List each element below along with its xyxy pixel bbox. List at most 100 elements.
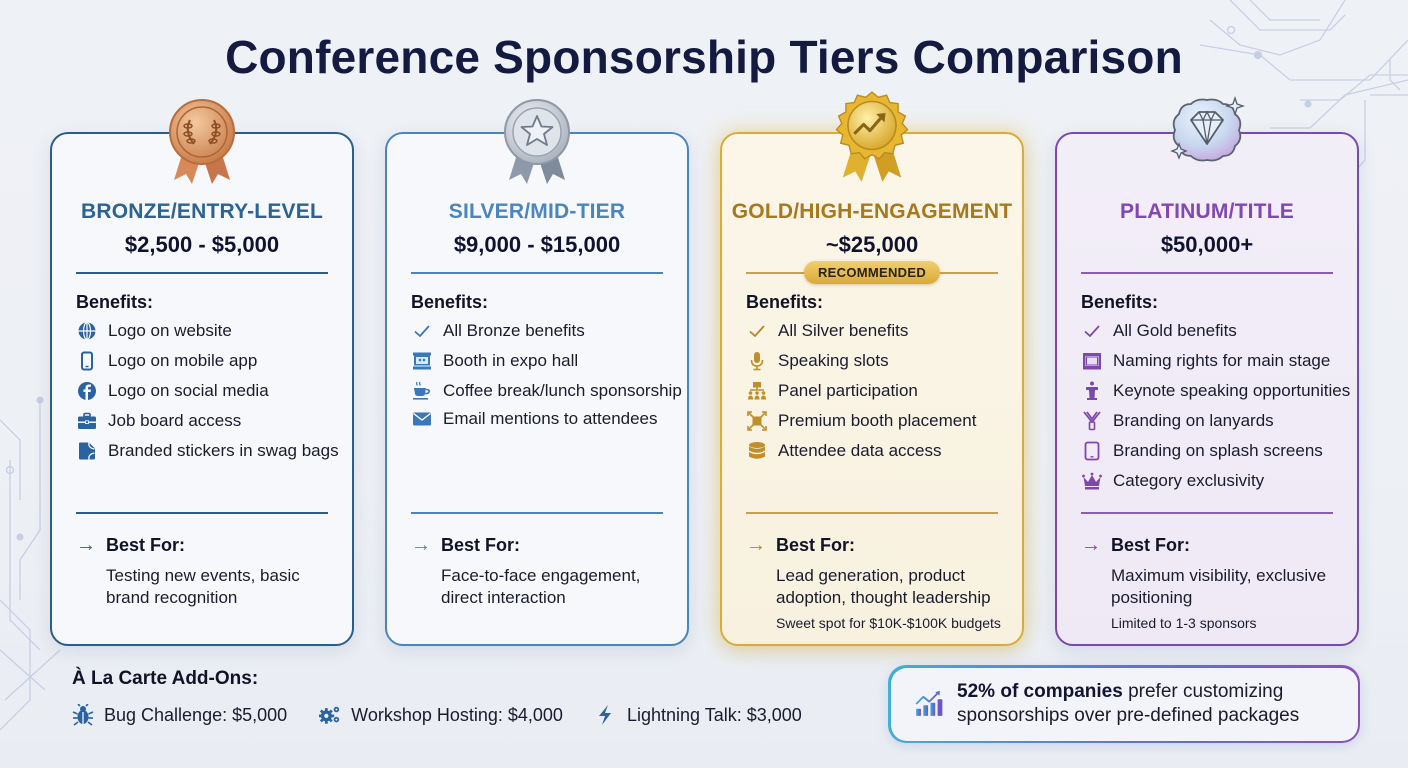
tier-name: BRONZE/ENTRY-LEVEL — [80, 200, 323, 223]
benefit-item: Logo on website — [76, 320, 348, 342]
check-icon — [746, 320, 768, 342]
benefit-item: Naming rights for main stage — [1081, 350, 1353, 372]
tier-card-gold: GOLD/HIGH-ENGAGEMENT ~$25,000 RECOMMENDE… — [720, 91, 1024, 646]
benefit-item: All Silver benefits — [746, 320, 1018, 342]
addon-label: Lightning Talk: $3,000 — [626, 704, 802, 725]
mobile-phone-icon — [76, 350, 98, 372]
benefits-title: Benefits: — [411, 292, 489, 312]
best-for-text: Maximum visibility, exclusive positionin… — [1111, 566, 1327, 607]
addon-item: Bug Challenge: $5,000 — [72, 704, 287, 726]
benefit-label: Branding on splash screens — [1113, 441, 1323, 460]
benefit-item: Branding on splash screens — [1081, 440, 1353, 462]
tier-note: Limited to 1-3 sponsors — [1111, 615, 1257, 631]
best-for-text: Lead generation, product adoption, thoug… — [776, 566, 991, 607]
addons-list: Bug Challenge: $5,000 Workshop Hosting: … — [72, 704, 834, 726]
tier-price: $9,000 - $15,000 — [453, 232, 621, 257]
arrow-right-icon: → — [76, 534, 96, 556]
benefit-label: Branding on lanyards — [1113, 411, 1274, 430]
best-for-text: Face-to-face engagement, direct interact… — [441, 566, 641, 607]
best-for-section: → Best For: Lead generation, product adop… — [746, 534, 1008, 631]
benefit-item: All Gold benefits — [1081, 320, 1353, 342]
best-for-title: Best For: — [106, 535, 186, 555]
addon-item: Workshop Hosting: $4,000 — [319, 704, 563, 726]
benefit-label: Booth in expo hall — [443, 351, 579, 370]
benefit-label: Coffee break/lunch sponsorship — [443, 381, 682, 400]
briefcase-icon — [76, 410, 98, 432]
best-for-title: Best For: — [441, 535, 521, 555]
best-for-text: Testing new events, basic brand recognit… — [106, 566, 300, 607]
benefit-item: Logo on mobile app — [76, 350, 348, 372]
divider — [1081, 512, 1333, 514]
addon-label: Workshop Hosting: $4,000 — [351, 704, 563, 725]
benefits-list: All Bronze benefits Booth in expo hall C… — [411, 320, 683, 438]
lightning-icon — [595, 704, 617, 726]
tier-price: $50,000+ — [1160, 232, 1254, 257]
benefit-item: Attendee data access — [746, 440, 1018, 462]
best-for-section: → Best For: Face-to-face engagement, dire… — [411, 534, 673, 609]
panel-icon — [746, 380, 768, 402]
benefit-item: Panel participation — [746, 380, 1018, 402]
benefit-label: Attendee data access — [778, 441, 942, 460]
benefit-label: Category exclusivity — [1113, 471, 1265, 490]
booth-icon — [411, 350, 433, 372]
check-icon — [1081, 320, 1103, 342]
tier-note: Sweet spot for $10K-$100K budgets — [776, 615, 1001, 631]
bronze-laurel-medal-icon — [169, 99, 235, 184]
tier-card-bronze: BRONZE/ENTRY-LEVEL $2,500 - $5,000 Benef… — [50, 99, 354, 646]
tier-name: GOLD/HIGH-ENGAGEMENT — [731, 200, 1013, 223]
database-icon — [746, 440, 768, 462]
benefit-label: Logo on social media — [108, 381, 269, 400]
stat-rest: prefer customizing sponsorships over pre… — [957, 681, 1300, 726]
facebook-icon — [76, 380, 98, 402]
stat-text: 52% of companies prefer customizing spon… — [957, 680, 1357, 728]
lanyard-icon — [1081, 410, 1103, 432]
benefits-title: Benefits: — [76, 292, 154, 312]
expand-icon — [746, 410, 768, 432]
addons-title: À La Carte Add-Ons: — [72, 668, 259, 689]
benefit-label: Logo on mobile app — [108, 351, 258, 370]
benefit-label: All Bronze benefits — [443, 321, 585, 340]
tier-card-platinum: PLATINUM/TITLE $50,000+ Benefits: All Go… — [1055, 95, 1359, 646]
arrow-right-icon: → — [746, 534, 766, 556]
benefit-label: Speaking slots — [778, 351, 889, 370]
sticker-icon — [76, 440, 98, 462]
crown-icon — [1081, 470, 1103, 492]
benefit-label: Keynote speaking opportunities — [1113, 381, 1351, 400]
benefits-list: Logo on website Logo on mobile app Logo … — [76, 320, 348, 470]
globe-icon — [76, 320, 98, 342]
tablet-icon — [1081, 440, 1103, 462]
benefit-label: Logo on website — [108, 321, 232, 340]
benefit-item: Branding on lanyards — [1081, 410, 1353, 432]
benefit-label: Branded stickers in swag bags — [108, 441, 339, 460]
divider — [76, 512, 328, 514]
gears-icon — [319, 704, 341, 726]
bar-chart-trend-icon — [915, 690, 942, 716]
tier-name: PLATINUM/TITLE — [1120, 200, 1294, 223]
tier-card-silver: SILVER/MID-TIER $9,000 - $15,000 Benefit… — [385, 99, 689, 646]
addon-item: Lightning Talk: $3,000 — [595, 704, 802, 726]
coffee-cup-icon — [411, 380, 433, 402]
tier-price: $2,500 - $5,000 — [124, 232, 280, 257]
arrow-right-icon: → — [411, 534, 431, 556]
benefit-item: All Bronze benefits — [411, 320, 683, 342]
benefit-label: Email mentions to attendees — [443, 409, 658, 428]
best-for-section: → Best For: Testing new events, basic bra… — [76, 534, 338, 609]
silver-star-medal-icon — [504, 99, 570, 184]
page-title: Conference Sponsorship Tiers Comparison — [225, 31, 1183, 83]
tier-name: SILVER/MID-TIER — [448, 200, 626, 223]
benefit-item: Premium booth placement — [746, 410, 1018, 432]
benefit-item: Email mentions to attendees — [411, 408, 683, 430]
microphone-icon — [746, 350, 768, 372]
benefits-title: Benefits: — [1081, 292, 1159, 312]
best-for-title: Best For: — [1111, 535, 1191, 555]
best-for-title: Best For: — [776, 535, 856, 555]
benefit-item: Speaking slots — [746, 350, 1018, 372]
stat-bold: 52% of companies — [957, 681, 1123, 702]
divider — [1081, 272, 1333, 274]
benefit-item: Job board access — [76, 410, 348, 432]
benefit-label: All Gold benefits — [1113, 321, 1237, 340]
benefit-item: Coffee break/lunch sponsorship — [411, 380, 683, 402]
check-icon — [411, 320, 433, 342]
benefit-item: Logo on social media — [76, 380, 348, 402]
benefit-label: Premium booth placement — [778, 411, 977, 430]
